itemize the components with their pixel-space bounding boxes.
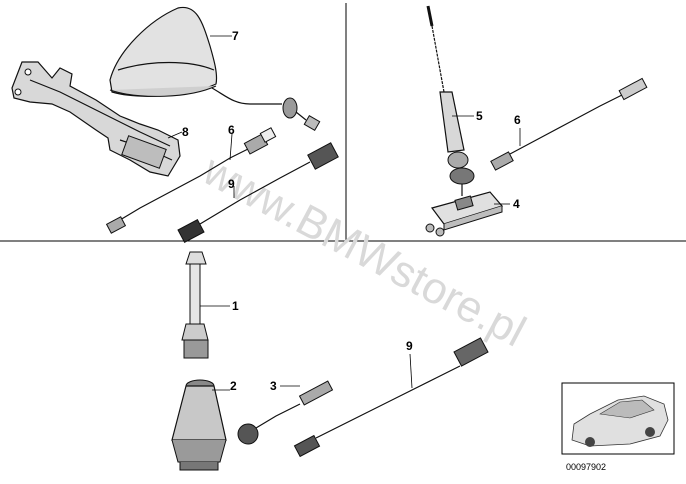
adapter-cable-top-left xyxy=(177,142,339,244)
car-thumbnail-icon xyxy=(561,382,675,455)
coax-cable-top-left xyxy=(105,127,277,234)
watermark-text: www.BMWstore.pl xyxy=(194,145,533,356)
roof-fin-antenna xyxy=(109,6,321,132)
callout-6-top-left: 6 xyxy=(228,123,235,137)
antenna-foot xyxy=(171,379,227,471)
callout-9-top-left: 9 xyxy=(228,177,235,191)
short-rod-antenna xyxy=(181,251,209,359)
callout-9-bottom: 9 xyxy=(406,339,413,353)
antenna-bracket xyxy=(11,61,181,177)
adapter-cable-bottom xyxy=(293,337,489,458)
rod-antenna-assembly xyxy=(425,5,504,237)
callout-6-top-right: 6 xyxy=(514,113,521,127)
callout-1: 1 xyxy=(232,299,239,313)
callout-4: 4 xyxy=(513,197,520,211)
callout-8: 8 xyxy=(182,125,189,139)
coax-cable-top-right xyxy=(490,77,648,171)
callout-3: 3 xyxy=(270,379,277,393)
callout-7: 7 xyxy=(232,29,239,43)
adapter-plug xyxy=(237,380,334,445)
callout-5: 5 xyxy=(476,109,483,123)
callout-2: 2 xyxy=(230,379,237,393)
reference-code: 00097902 xyxy=(566,462,606,472)
